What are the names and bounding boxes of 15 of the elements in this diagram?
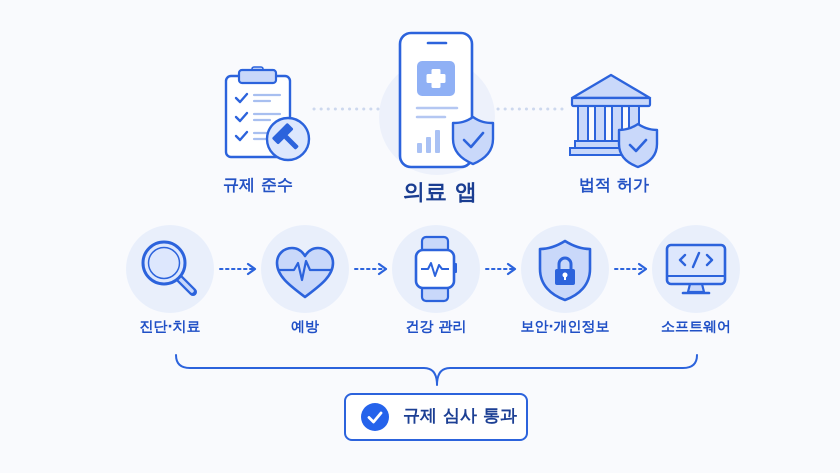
node-label: 의료 앱 — [403, 179, 477, 207]
node-label: 소프트웨어 — [661, 318, 731, 336]
connector-line — [312, 108, 380, 110]
node-label: 진단·치료 — [139, 318, 201, 336]
result-box — [344, 393, 528, 441]
node-label: 건강 관리 — [406, 318, 466, 336]
node-label: 예방 — [291, 318, 319, 336]
arrow — [354, 262, 388, 276]
arrow — [485, 262, 516, 276]
node-label: 보안·개인정보 — [520, 318, 610, 336]
arrow — [614, 262, 648, 276]
node-label: 법적 허가 — [579, 174, 649, 195]
node-label: 규제 준수 — [223, 174, 293, 195]
box-label: 규제 심사 통과 — [403, 405, 517, 427]
arrow — [219, 262, 256, 276]
